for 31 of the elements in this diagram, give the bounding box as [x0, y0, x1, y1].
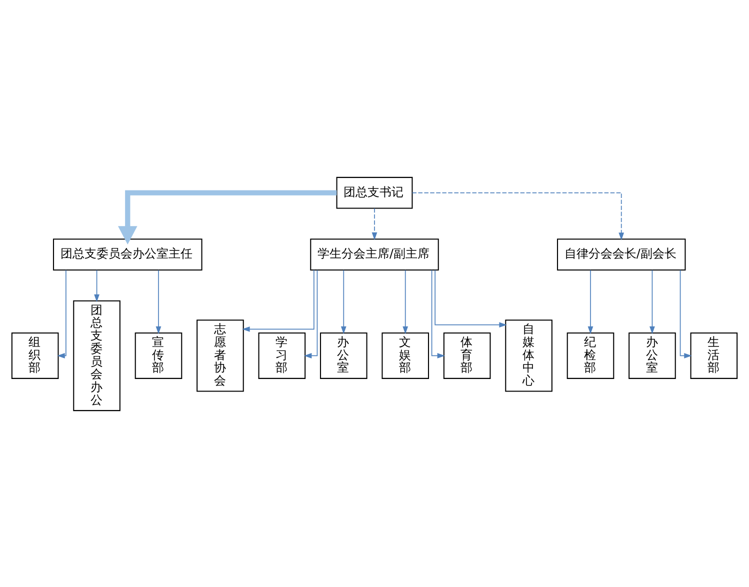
node-box: 团总支委员会办公室主任: [52, 238, 202, 270]
node-box: 组织部: [11, 332, 59, 378]
node-box: 办公室: [320, 332, 368, 378]
node-box: 体育部: [443, 332, 491, 378]
node-box: 办公室: [628, 332, 676, 378]
node-box: 生活部: [690, 332, 738, 378]
node-box: 宣传部: [134, 332, 182, 378]
arrow: [156, 269, 162, 334]
node-box: 团总支书记: [336, 176, 413, 208]
node-box: 自律分会会长/副会长: [556, 238, 686, 270]
arrow: [434, 269, 507, 328]
arrow: [340, 269, 346, 334]
arrow: [118, 190, 337, 244]
arrow: [57, 269, 66, 358]
arrow: [242, 269, 314, 332]
node-box: 自媒体中心: [505, 319, 552, 392]
node-box: 团总支委员会办公: [73, 300, 120, 411]
node-box: 学习部: [258, 332, 306, 378]
arrow: [588, 269, 594, 334]
arrow: [304, 269, 318, 358]
node-box: 学生分会主席/副主席: [310, 238, 439, 270]
arrow: [650, 269, 655, 334]
arrow: [94, 269, 100, 302]
arrow: [372, 208, 378, 240]
node-box: 文娱部: [382, 332, 430, 378]
arrow: [680, 269, 692, 358]
arrow: [431, 269, 446, 358]
arrow: [402, 269, 408, 334]
arrow: [412, 192, 624, 240]
node-box: 纪检部: [566, 332, 614, 378]
node-box: 志愿者协会: [196, 319, 244, 392]
